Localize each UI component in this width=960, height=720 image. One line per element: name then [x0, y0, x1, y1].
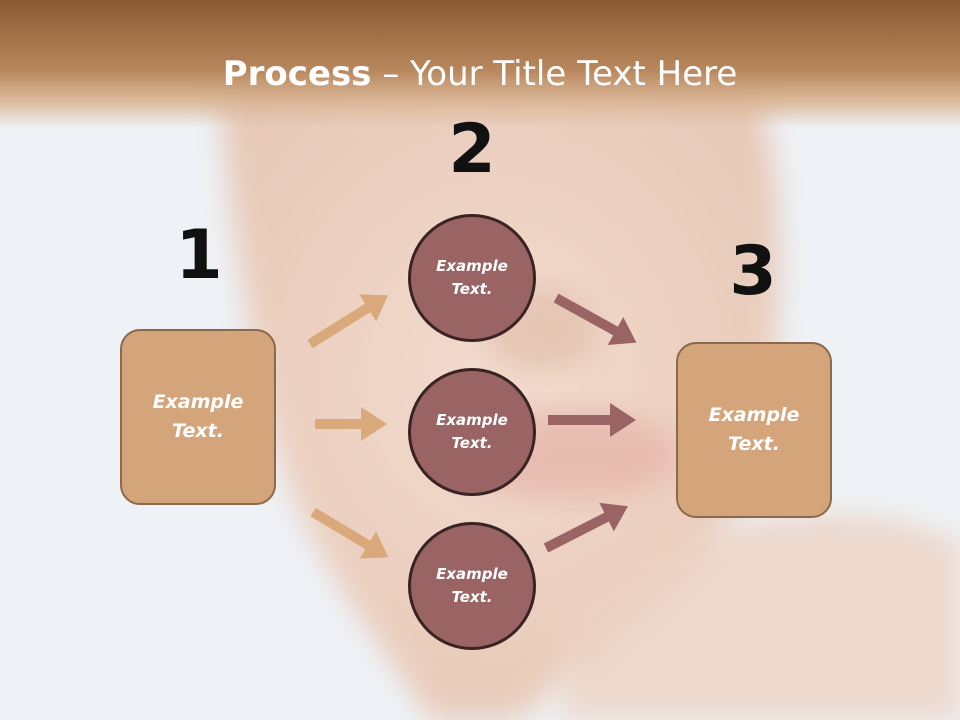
step-1-box: Example Text.	[120, 329, 276, 505]
step-3-box: Example Text.	[676, 342, 832, 518]
step-number-3: 3	[729, 232, 777, 311]
title-banner	[0, 0, 960, 128]
title-rest: – Your Title Text Here	[371, 54, 738, 94]
middle-node-bottom-label: Example Text.	[436, 565, 508, 606]
page-title: Process – Your Title Text Here	[0, 52, 960, 96]
middle-node-bottom: Example Text.	[408, 522, 536, 650]
middle-node-center-label: Example Text.	[436, 411, 508, 452]
step-number-1: 1	[175, 216, 223, 295]
arrow-1-to-bottom	[310, 507, 389, 559]
arrow-middle-to-3	[548, 403, 636, 437]
middle-node-top: Example Text.	[408, 214, 536, 342]
middle-node-center: Example Text.	[408, 368, 536, 496]
arrow-1-to-top	[307, 294, 389, 349]
step-3-label: Example Text.	[708, 404, 800, 455]
arrow-1-to-middle	[315, 407, 387, 441]
middle-node-top-label: Example Text.	[436, 257, 508, 298]
arrow-top-to-3	[553, 293, 637, 345]
title-bold: Process	[222, 54, 372, 94]
step-1-label: Example Text.	[152, 391, 244, 442]
arrow-bottom-to-3	[543, 502, 628, 553]
step-number-2: 2	[448, 110, 496, 189]
